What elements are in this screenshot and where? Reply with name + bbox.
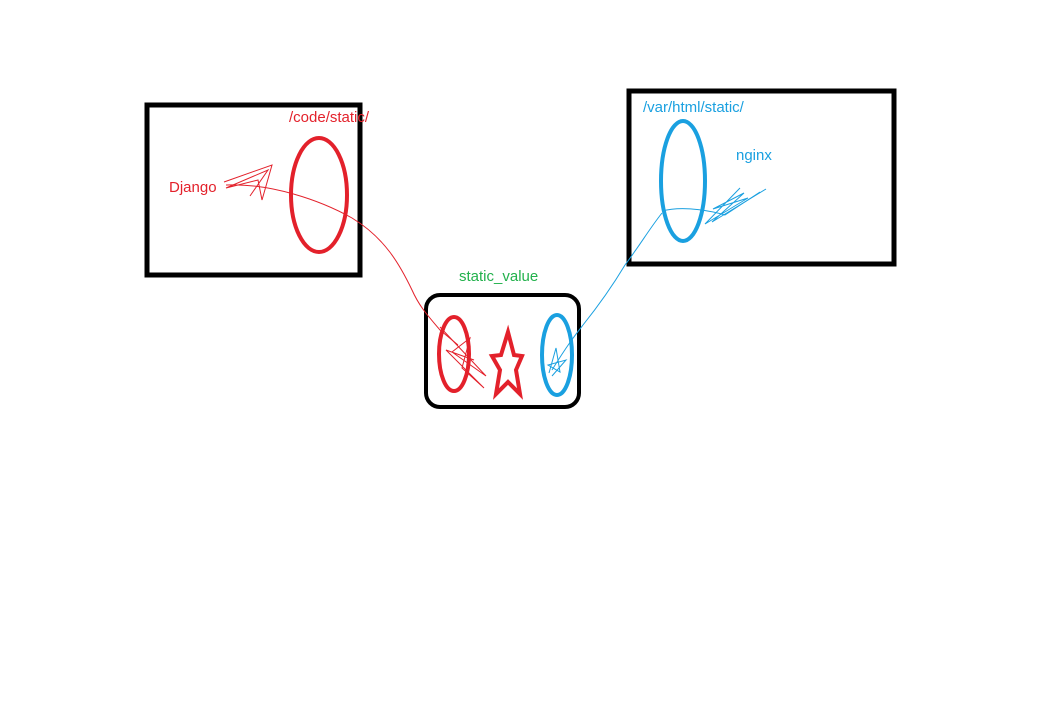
nginx-connector-line: [551, 191, 761, 371]
django-label: Django: [169, 179, 217, 196]
nginx-container: /var/html/static/ nginx: [626, 88, 897, 267]
django-static-folder-oval: [289, 136, 349, 254]
django-container-box: [144, 102, 363, 278]
nginx-path-label: /var/html/static/: [643, 99, 745, 116]
nginx-label: nginx: [736, 147, 772, 164]
star-icon: [488, 324, 525, 400]
nginx-volume-connector: [546, 191, 761, 377]
volume-container: static_value: [424, 268, 581, 409]
django-volume-connector: [225, 184, 487, 389]
django-connector-line: [225, 184, 459, 346]
nginx-container-box: [626, 88, 897, 267]
nginx-static-folder-oval: [659, 119, 707, 243]
django-path-label: /code/static/: [289, 109, 370, 126]
nginx-connector-scribble: [546, 347, 568, 377]
volume-nginx-mount-oval: [540, 313, 574, 397]
django-arrowhead-scribble: [223, 164, 273, 201]
django-container: /code/static/ Django: [144, 102, 370, 278]
volume-django-mount-oval: [437, 315, 471, 393]
volume-label: static_value: [459, 268, 538, 285]
nginx-arrowhead-scribble: [704, 187, 767, 225]
volume-box: [424, 293, 581, 409]
django-connector-scribble: [439, 326, 487, 389]
